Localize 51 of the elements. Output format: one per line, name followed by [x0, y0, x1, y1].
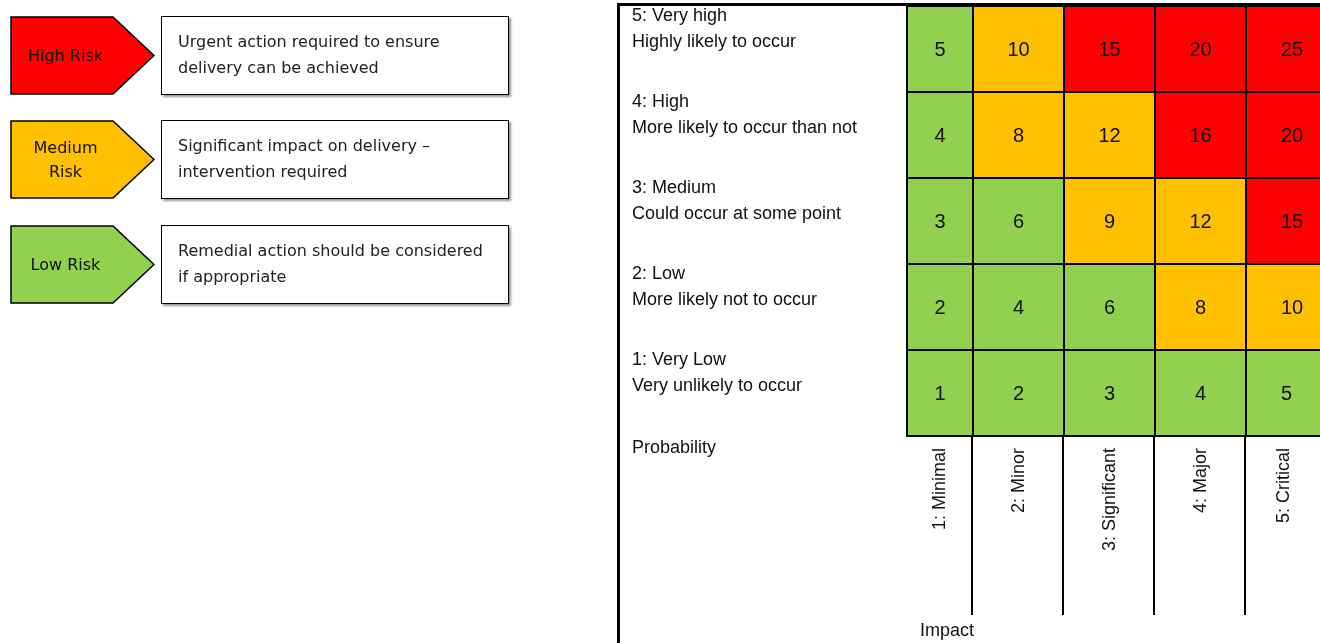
risk-level-arrow — [10, 225, 155, 304]
score-cell: 10 — [972, 5, 1065, 93]
risk-level-label: Medium Risk — [32, 136, 99, 183]
likelihood-description: Could occur at some point — [632, 202, 843, 225]
risk-level-label: Low Risk — [29, 253, 102, 276]
description-box: Remedial action should be considered if appropriate — [161, 225, 509, 304]
description-box: Urgent action required to ensure delivery can be achieved — [161, 16, 509, 95]
score-cell: 5 — [906, 5, 974, 93]
risk-level-arrow — [10, 16, 155, 95]
risk-level-label: High Risk — [27, 44, 104, 67]
likelihood-description: More likely to occur than not — [632, 116, 859, 139]
impact-level: 2: Minor — [1006, 448, 1029, 514]
likelihood-description: More likely not to occur — [632, 288, 819, 311]
score-cell: 5 — [1245, 349, 1320, 437]
score-cell: 10 — [1245, 263, 1320, 351]
risk-level-arrow — [10, 120, 155, 199]
score-cell: 3 — [906, 177, 974, 265]
score-cell: 4 — [1154, 349, 1247, 437]
axis-title: Probability — [632, 436, 717, 459]
description-box: Significant impact on delivery – intervention required — [161, 120, 509, 199]
impact-level: 3: Significant — [1097, 448, 1120, 552]
likelihood-description: Very unlikely to occur — [632, 374, 804, 397]
axis-title: Impact — [920, 619, 975, 642]
probability-level: 1: Very Low — [632, 348, 728, 371]
score-cell: 12 — [1154, 177, 1247, 265]
score-cell: 2 — [906, 263, 974, 351]
probability-level: 3: Medium — [632, 176, 718, 199]
impact-level: 4: Major — [1188, 448, 1211, 514]
impact-level: 1: Minimal — [928, 448, 950, 531]
score-cell: 6 — [972, 177, 1065, 265]
score-cell: 20 — [1245, 91, 1320, 179]
score-cell: 9 — [1063, 177, 1156, 265]
score-cell: 8 — [1154, 263, 1247, 351]
score-cell: 15 — [1063, 5, 1156, 93]
score-cell: 12 — [1063, 91, 1156, 179]
probability-level: 2: Low — [632, 262, 687, 285]
score-cell: 3 — [1063, 349, 1156, 437]
impact-level: 5: Critical — [1271, 448, 1294, 523]
score-cell: 8 — [972, 91, 1065, 179]
score-cell: 2 — [972, 349, 1065, 437]
score-cell: 15 — [1245, 177, 1320, 265]
score-cell: 6 — [1063, 263, 1156, 351]
likelihood-description: Highly likely to occur — [632, 30, 798, 53]
score-cell: 16 — [1154, 91, 1247, 179]
score-cell: 20 — [1154, 5, 1247, 93]
probability-level: 4: High — [632, 90, 691, 113]
score-cell: 1 — [906, 349, 974, 437]
score-cell: 25 — [1245, 5, 1320, 93]
score-cell: 4 — [906, 91, 974, 179]
probability-level: 5: Very high — [632, 4, 729, 27]
score-cell: 4 — [972, 263, 1065, 351]
